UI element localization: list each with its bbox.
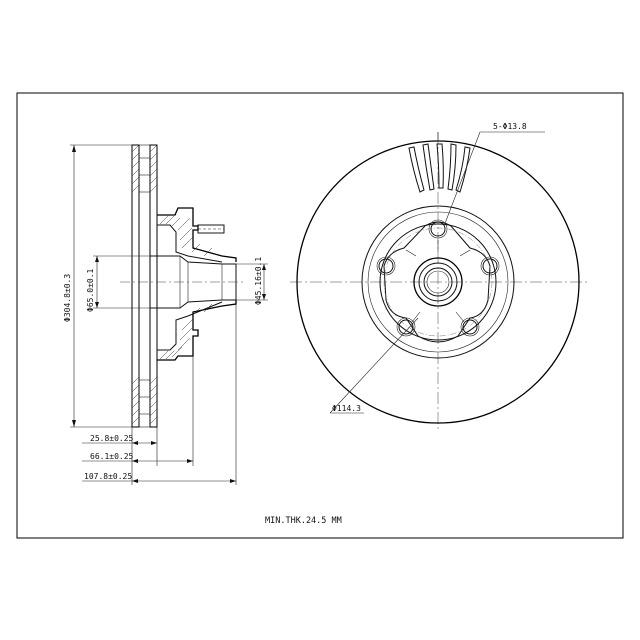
hub-section-lower (157, 300, 237, 361)
bolt-holes (376, 219, 500, 337)
label-pilot-diameter: Φ65.0±0.1 (86, 268, 95, 312)
bolt-hole (430, 221, 446, 237)
hub-section-upper (157, 207, 237, 262)
bolt-hole (462, 319, 478, 335)
bolt-circle (383, 227, 493, 337)
label-rotor-diameter: Φ304.8±0.3 (63, 274, 72, 322)
drawing-frame (16, 92, 624, 539)
label-bolt-holes: 5-Φ13.8 (493, 122, 527, 131)
center-bore (423, 267, 453, 297)
leader-bolt-holes (443, 131, 481, 227)
rotor-friction-inner-edge (361, 205, 515, 359)
rotor-hatching (131, 144, 158, 425)
bolt-hole (398, 319, 414, 335)
label-thickness-25: 25.8±0.25 (90, 434, 134, 443)
vent-slots (408, 143, 471, 193)
bolt-hole (378, 258, 394, 274)
leader-bolt-circle (329, 317, 419, 414)
center-bore-outer (413, 257, 463, 307)
rotor-outer-edge (296, 140, 580, 424)
rotor-plate-outer (131, 144, 140, 428)
label-height-66: 66.1±0.25 (90, 452, 134, 461)
rotor-plate-inner (149, 144, 158, 428)
label-bolt-circle: Φ114.3 (332, 404, 361, 413)
front-view: 5-Φ13.8 Φ114.3 (290, 122, 590, 432)
hub-flange (383, 221, 491, 343)
side-section-view: Φ304.8±0.3 Φ65.0±0.1 Φ45.16±0.1 25.8±0.2… (63, 144, 268, 485)
min-thickness-note: MIN.THK.24.5 MM (265, 516, 342, 526)
label-hub-inner-diameter: Φ45.16±0.1 (254, 257, 263, 305)
bolt-hole (482, 258, 498, 274)
label-overall-107: 107.8±0.25 (84, 472, 132, 481)
center-bore-ring (418, 262, 458, 302)
hat-outline (379, 223, 497, 341)
